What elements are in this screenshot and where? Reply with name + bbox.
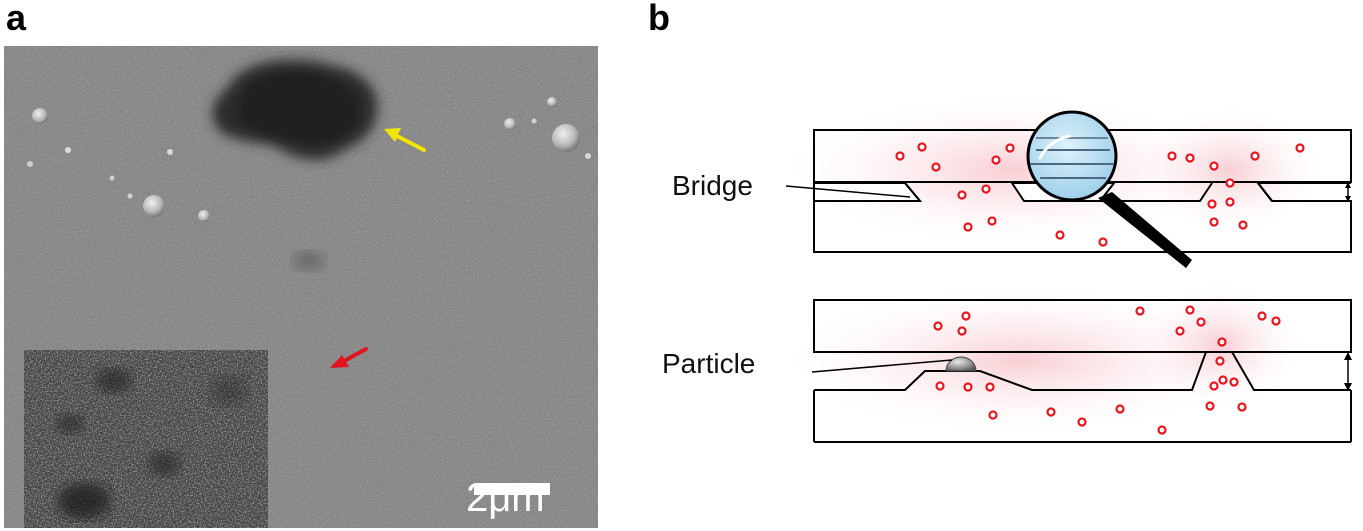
particle-dot: [1098, 237, 1108, 247]
debris-particle: [531, 118, 537, 124]
particle-dot: [935, 381, 945, 391]
particle-dot: [1238, 220, 1248, 230]
particle-dot: [931, 162, 941, 172]
particle-dot: [1225, 178, 1235, 188]
debris-particle: [585, 153, 591, 159]
particle-dot: [895, 151, 905, 161]
particle-dot: [1209, 381, 1219, 391]
particle-dot: [933, 321, 943, 331]
yellow-arrow: [384, 128, 426, 152]
panel-a-label: a: [6, 0, 27, 38]
particle-dot: [1175, 326, 1185, 336]
schematic-diagram: Bridge Particle: [600, 90, 1363, 470]
particle-schematic: [790, 285, 1352, 443]
particle-dot: [1271, 316, 1281, 326]
sem-micrograph: 2μm: [4, 46, 598, 528]
lower-substrate: [813, 182, 923, 202]
particle-dot: [1295, 143, 1305, 153]
particle-dot: [963, 382, 973, 392]
particle-particles: [933, 305, 1281, 435]
bridge-schematic: [785, 100, 1352, 268]
particle-dot: [1077, 417, 1087, 427]
debris-particle: [198, 210, 210, 222]
bridge-particles: [895, 142, 1305, 247]
particle-dot: [985, 382, 995, 392]
particle-dot: [1157, 425, 1167, 435]
particle-dot: [957, 190, 967, 200]
particle-dot: [1217, 337, 1227, 347]
particle-dot: [987, 216, 997, 226]
particle-dot: [988, 410, 998, 420]
debris-particle: [504, 118, 516, 130]
particle-dot: [1055, 230, 1065, 240]
red-arrow: [330, 347, 368, 368]
debris-particle: [552, 124, 580, 152]
magnifier-icon: [1026, 110, 1192, 268]
debris-particle: [167, 149, 173, 155]
particle-dot: [963, 222, 973, 232]
particle-dot: [981, 184, 991, 194]
panel-b-label: b: [648, 0, 670, 38]
particle-dot: [1215, 356, 1225, 366]
debris-particles: [27, 97, 591, 222]
particle-dot: [1225, 197, 1235, 207]
particle-dot: [1185, 153, 1195, 163]
particle-dot: [917, 142, 927, 152]
particle-dot: [1209, 217, 1219, 227]
particle-dot: [957, 326, 967, 336]
scale-bar: [474, 483, 550, 495]
particle-dot: [961, 311, 971, 321]
contaminant-bead: [945, 356, 977, 372]
particle-leader-line: [811, 359, 953, 373]
particle-dot: [1115, 404, 1125, 414]
particle-dot: [1209, 161, 1219, 171]
particle-dot: [1207, 199, 1217, 209]
particle-dot: [1237, 402, 1247, 412]
particle-dot: [1250, 151, 1260, 161]
particle-dot: [1229, 377, 1239, 387]
debris-particle: [27, 161, 33, 167]
debris-particle: [143, 195, 165, 217]
sem-inset: [24, 350, 268, 528]
particle-dot: [1196, 317, 1206, 327]
debris-particle: [32, 108, 48, 124]
bridge-leader-line: [785, 185, 911, 198]
upper-substrate-2: [813, 299, 1352, 353]
particle-dot: [1205, 401, 1215, 411]
particle-dot: [1167, 151, 1177, 161]
faint-smudge: [293, 251, 325, 271]
particle-dot: [1005, 143, 1015, 153]
particle-dot: [1046, 407, 1056, 417]
debris-particle: [127, 193, 133, 199]
particle-dot: [1135, 306, 1145, 316]
particle-dot: [1185, 305, 1195, 315]
lower-substrate-2: [814, 351, 1212, 391]
debris-particle: [547, 97, 557, 107]
particle-dot: [1218, 375, 1228, 385]
bridge-label: Bridge: [672, 170, 753, 201]
particle-label: Particle: [662, 348, 756, 379]
particle-dot: [1257, 311, 1267, 321]
scale-bar-label: 2μm: [466, 476, 545, 520]
particle-dot: [991, 155, 1001, 165]
debris-particle: [109, 175, 115, 181]
debris-particle: [65, 147, 71, 153]
